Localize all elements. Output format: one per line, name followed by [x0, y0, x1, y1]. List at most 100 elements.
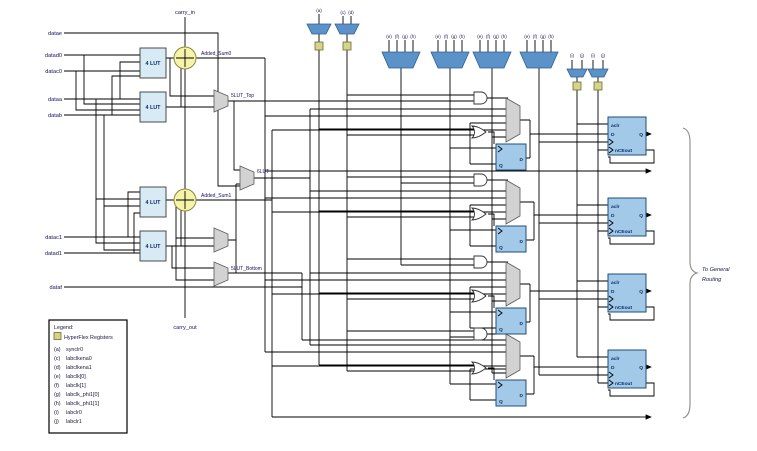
hyperflex-register-square-2: [342, 41, 352, 51]
mid-register-1-d: D: [520, 157, 524, 163]
or-gate-4: [470, 361, 487, 375]
or-gate-1: [470, 125, 487, 139]
clrmux2-label-j: (j): [601, 53, 606, 58]
clkmux1-label-h: (h): [410, 34, 416, 39]
clock-chevron-icon: [608, 371, 614, 379]
mid-register-3-d: D: [520, 321, 524, 327]
adder-sum1-cross-icon: [176, 191, 194, 209]
output-registers: aclr D Q nCEout aclr D Q nCEout aclr D Q…: [607, 116, 647, 389]
and-gate-2: [473, 173, 488, 187]
adder-sum1-label: Added_Sum1: [201, 193, 232, 199]
clkmux2-label-g: (g): [451, 34, 457, 39]
legend-item-labclk-phi1-0: labclk_phi1[0]: [66, 392, 99, 398]
output-register-3: aclr D Q nCEout: [607, 273, 647, 313]
top-control-muxes: (a) (c) (d) (e) (f) (g) (h) (e) (f) (g) …: [306, 8, 609, 91]
clkmux1-label-g: (g): [402, 34, 408, 39]
clkmux2-label-h: (h): [459, 34, 465, 39]
lut-1: [139, 47, 167, 79]
mid-register-2-q: Q: [499, 245, 503, 251]
mid-register-4: Q D: [495, 379, 527, 407]
mux-6lut-label: 6LUT: [257, 169, 269, 175]
mid-register-2: Q D: [495, 225, 527, 253]
carry-in-label: carry_in: [175, 10, 195, 16]
legend-item-labclr1: labclr1: [66, 419, 82, 425]
clkmux2-label-e: (e): [435, 34, 441, 39]
adder-sum0-cross-icon: [176, 49, 194, 67]
legend-key-c: (c): [54, 356, 60, 362]
lut-4-label: 4 LUT: [146, 244, 162, 250]
clock-chevron-icon: [608, 295, 614, 303]
mid-registers: Q D Q D Q D Q D: [495, 143, 527, 407]
lut-3-label: 4 LUT: [146, 200, 162, 206]
general-routing-brace: [682, 127, 699, 419]
clock-chevron-icon: [497, 145, 503, 153]
output-register-3-nceout: nCEout: [615, 305, 632, 311]
mux-6lut: [239, 165, 255, 191]
ctrl-label-d: (d): [348, 10, 354, 15]
output-register-4-nceout: nCEout: [615, 381, 632, 387]
input-labels: datae datad0 datac0 dataa datab datac1 d…: [45, 31, 63, 291]
clkmux2-label-f: (f): [444, 34, 449, 39]
mid-register-2-d: D: [520, 239, 524, 245]
ctrl-mux-a: [306, 23, 332, 35]
legend-key-g: (g): [54, 392, 61, 398]
hyperflex-register-square-4: [593, 81, 603, 91]
clkmux3-label-e: (e): [477, 34, 483, 39]
clear-mux-1: [566, 68, 588, 78]
clock-mux-2: [430, 51, 470, 69]
clock-chevron-icon: [608, 138, 614, 146]
clkmux4-label-h: (h): [548, 34, 554, 39]
legend-key-f: (f): [54, 383, 59, 389]
mid-register-3-q: Q: [499, 327, 503, 333]
routing-label-line1: To General: [702, 267, 730, 273]
legend-key-d: (d): [54, 365, 61, 371]
legend: Legend: HyperFlex Registers (a) synclr0 …: [48, 319, 128, 434]
legend-item-labclkena1: labclkena1: [66, 365, 92, 371]
mid-register-1: Q D: [495, 143, 527, 171]
general-routing: To General Routing: [682, 127, 730, 419]
output-register-2: aclr D Q nCEout: [607, 197, 647, 237]
clkmux4-label-f: (f): [533, 34, 538, 39]
ctrl-mux-cd: [334, 23, 360, 35]
carry-out-label: carry_out: [173, 325, 197, 331]
legend-title: Legend:: [54, 325, 74, 331]
legend-key-a: (a): [54, 347, 61, 353]
clock-chevron-icon: [608, 227, 614, 235]
mux-shared: [213, 227, 229, 253]
output-register-1-q: Q: [639, 132, 643, 138]
clrmux2-label-i: (i): [591, 53, 596, 58]
legend-item-labclk1: labclk[1]: [66, 383, 86, 389]
legend-key-j: (j): [54, 419, 59, 425]
lut-2-label: 4 LUT: [146, 105, 162, 111]
hyperflex-register-square-3: [572, 81, 582, 91]
legend-item-synclr0: synclr0: [66, 347, 83, 353]
output-register-2-aclr: aclr: [611, 204, 620, 210]
input-label-datae: datae: [48, 31, 62, 37]
or-gate-2: [470, 207, 487, 221]
clkmux4-label-g: (g): [540, 34, 546, 39]
left-muxes: 5LUT_Top 6LUT 5LUT_Bottom: [213, 89, 269, 287]
lut-1-label: 4 LUT: [146, 61, 162, 67]
output-register-3-q: Q: [639, 289, 643, 295]
mux-5lut-bottom: [213, 261, 229, 287]
input-label-dataa: dataa: [48, 97, 63, 103]
legend-key-i: (i): [54, 410, 59, 416]
clock-chevron-icon: [497, 309, 503, 317]
hyperflex-register-square-1: [314, 41, 324, 51]
output-register-1-d: D: [611, 132, 615, 138]
adders: Added_Sum0 Added_Sum1: [173, 46, 232, 212]
and-gate-1: [473, 91, 488, 105]
mid-register-4-d: D: [520, 393, 524, 399]
and-gate-4: [473, 327, 488, 341]
and-gate-3: [473, 255, 488, 269]
output-register-4: aclr D Q nCEout: [607, 349, 647, 389]
output-register-3-aclr: aclr: [611, 280, 620, 286]
clear-mux-2: [587, 68, 609, 78]
output-mux-4: [505, 333, 521, 379]
clkmux1-label-f: (f): [395, 34, 400, 39]
output-register-2-nceout: nCEout: [615, 229, 632, 235]
mux-5lut-top-label: 5LUT_Top: [231, 93, 254, 99]
clock-chevron-icon: [497, 227, 503, 235]
or-gate-3: [470, 289, 487, 303]
mid-register-4-q: Q: [499, 399, 503, 405]
